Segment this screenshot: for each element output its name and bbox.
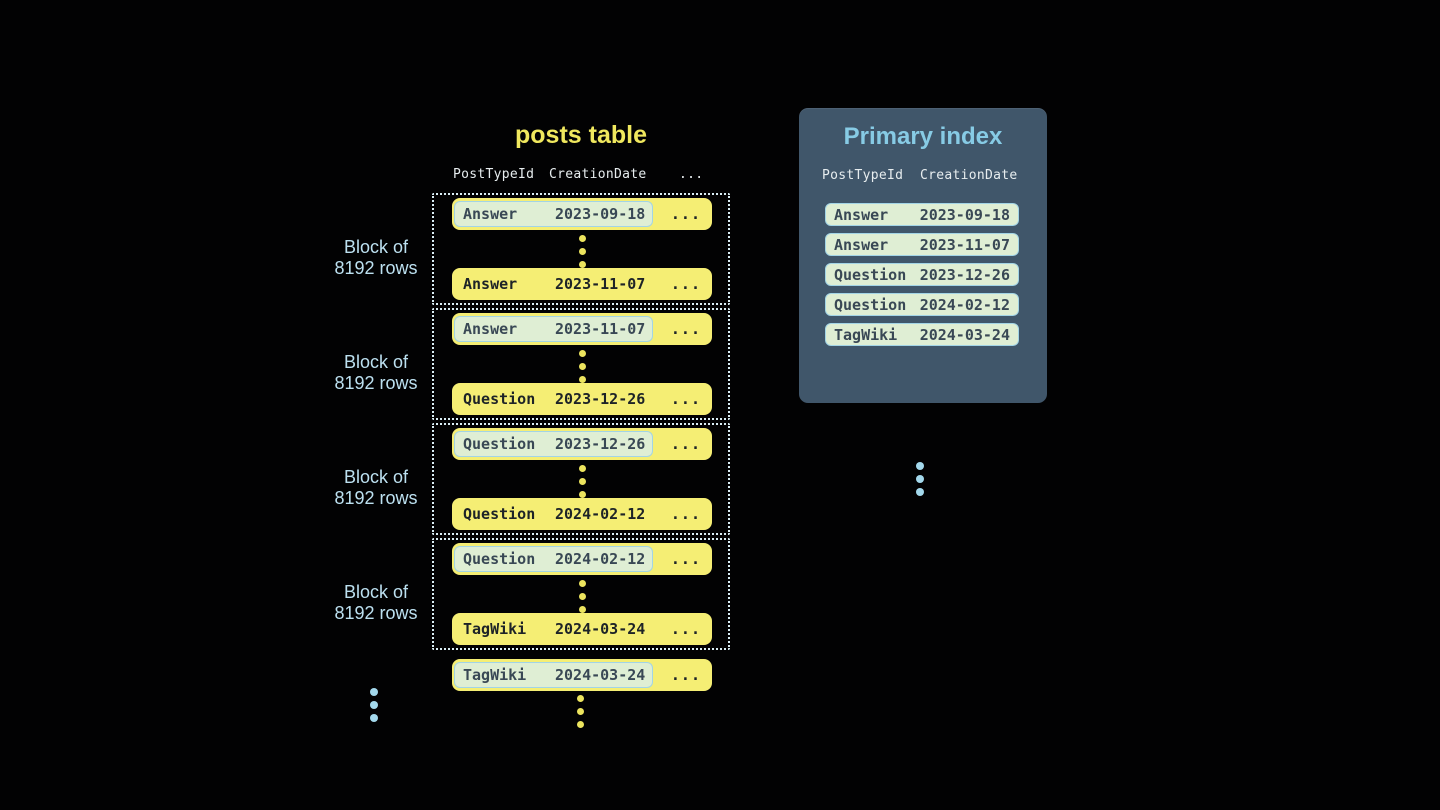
post-type-cell: Question	[463, 505, 536, 523]
skipped-rows-dots	[579, 235, 586, 268]
column-header-posttypeid: PostTypeId	[822, 168, 904, 183]
row-more-ellipsis: ...	[670, 390, 701, 408]
table-row: Question 2023-12-26 ...	[452, 428, 712, 460]
post-type-cell: Question	[463, 435, 536, 453]
row-more-ellipsis: ...	[670, 275, 701, 293]
skipped-rows-dots	[579, 350, 586, 383]
creation-date-cell: 2023-09-18	[919, 205, 1010, 224]
skipped-rows-dots	[579, 580, 586, 613]
post-type-cell: Answer	[463, 320, 518, 338]
creation-date-cell: 2024-02-12	[555, 550, 646, 568]
row-more-ellipsis: ...	[670, 550, 701, 568]
primary-index-row: Question 2023-12-26	[825, 263, 1019, 286]
table-row: Answer 2023-09-18 ...	[452, 198, 712, 230]
row-more-ellipsis: ...	[670, 435, 701, 453]
more-table-rows-dots	[577, 695, 584, 728]
skipped-rows-dots	[579, 465, 586, 498]
post-type-cell: Question	[834, 295, 907, 314]
row-more-ellipsis: ...	[670, 505, 701, 523]
table-row: Question 2023-12-26 ...	[452, 383, 712, 415]
creation-date-cell: 2023-11-07	[555, 275, 646, 293]
creation-date-cell: 2023-12-26	[555, 390, 646, 408]
column-header-posttypeid: PostTypeId	[453, 167, 535, 182]
posts-table-title: posts table	[515, 121, 647, 149]
column-header-more: ...	[679, 167, 704, 182]
table-row: Answer 2023-11-07 ...	[452, 313, 712, 345]
primary-index-row: TagWiki 2024-03-24	[825, 323, 1019, 346]
block-size-label: Block of 8192 rows	[310, 352, 442, 394]
rows-block-3: Question 2023-12-26 ... Question 2024-02…	[432, 423, 730, 535]
post-type-cell: Answer	[834, 235, 889, 254]
rows-block-4: Question 2024-02-12 ... TagWiki 2024-03-…	[432, 538, 730, 650]
primary-index-entry-highlight	[454, 431, 653, 457]
row-more-ellipsis: ...	[670, 666, 701, 684]
creation-date-cell: 2024-03-24	[919, 325, 1010, 344]
post-type-cell: Question	[463, 550, 536, 568]
creation-date-cell: 2024-02-12	[555, 505, 646, 523]
rows-block-2: Answer 2023-11-07 ... Question 2023-12-2…	[432, 308, 730, 420]
block-label-line2: 8192 rows	[334, 488, 418, 508]
post-type-cell: TagWiki	[463, 666, 527, 684]
table-row: Question 2024-02-12 ...	[452, 498, 712, 530]
block-label-line1: Block of	[343, 467, 409, 487]
table-row: TagWiki 2024-03-24 ...	[452, 659, 712, 691]
primary-index-row: Answer 2023-11-07	[825, 233, 1019, 256]
post-type-cell: Question	[463, 390, 536, 408]
table-row: Answer 2023-11-07 ...	[452, 268, 712, 300]
creation-date-cell: 2023-12-26	[555, 435, 646, 453]
row-more-ellipsis: ...	[670, 205, 701, 223]
creation-date-cell: 2024-02-12	[919, 295, 1010, 314]
creation-date-cell: 2023-09-18	[555, 205, 646, 223]
post-type-cell: Answer	[834, 205, 889, 224]
primary-index-row: Question 2024-02-12	[825, 293, 1019, 316]
more-blocks-dots	[370, 688, 378, 722]
primary-index-row: Answer 2023-09-18	[825, 203, 1019, 226]
primary-index-entry-highlight	[454, 316, 653, 342]
block-size-label: Block of 8192 rows	[310, 582, 442, 624]
column-header-creationdate: CreationDate	[920, 168, 1018, 183]
creation-date-cell: 2024-03-24	[555, 620, 646, 638]
block-label-line2: 8192 rows	[334, 258, 418, 278]
post-type-cell: TagWiki	[834, 325, 898, 344]
creation-date-cell: 2023-12-26	[919, 265, 1010, 284]
post-type-cell: Question	[834, 265, 907, 284]
block-label-line1: Block of	[343, 237, 409, 257]
post-type-cell: Answer	[463, 275, 518, 293]
block-size-label: Block of 8192 rows	[310, 467, 442, 509]
more-index-entries-dots	[916, 462, 924, 496]
column-header-creationdate: CreationDate	[549, 167, 647, 182]
creation-date-cell: 2023-11-07	[919, 235, 1010, 254]
post-type-cell: Answer	[463, 205, 518, 223]
block-label-line2: 8192 rows	[334, 373, 418, 393]
primary-index-panel: Primary index PostTypeId CreationDate An…	[799, 108, 1047, 496]
creation-date-cell: 2023-11-07	[555, 320, 646, 338]
block-label-line1: Block of	[343, 352, 409, 372]
primary-index-entry-highlight	[454, 546, 653, 572]
primary-index-title: Primary index	[843, 123, 1003, 150]
block-size-label: Block of 8192 rows	[310, 237, 442, 279]
primary-index-entry-highlight	[454, 201, 653, 227]
block-label-line2: 8192 rows	[334, 603, 418, 623]
rows-block-1: Answer 2023-09-18 ... Answer 2023-11-07 …	[432, 193, 730, 305]
primary-index-entry-highlight	[454, 662, 653, 688]
creation-date-cell: 2024-03-24	[555, 666, 646, 684]
table-row: Question 2024-02-12 ...	[452, 543, 712, 575]
table-row: TagWiki 2024-03-24 ...	[452, 613, 712, 645]
row-more-ellipsis: ...	[670, 620, 701, 638]
post-type-cell: TagWiki	[463, 620, 527, 638]
block-label-line1: Block of	[343, 582, 409, 602]
row-more-ellipsis: ...	[670, 320, 701, 338]
